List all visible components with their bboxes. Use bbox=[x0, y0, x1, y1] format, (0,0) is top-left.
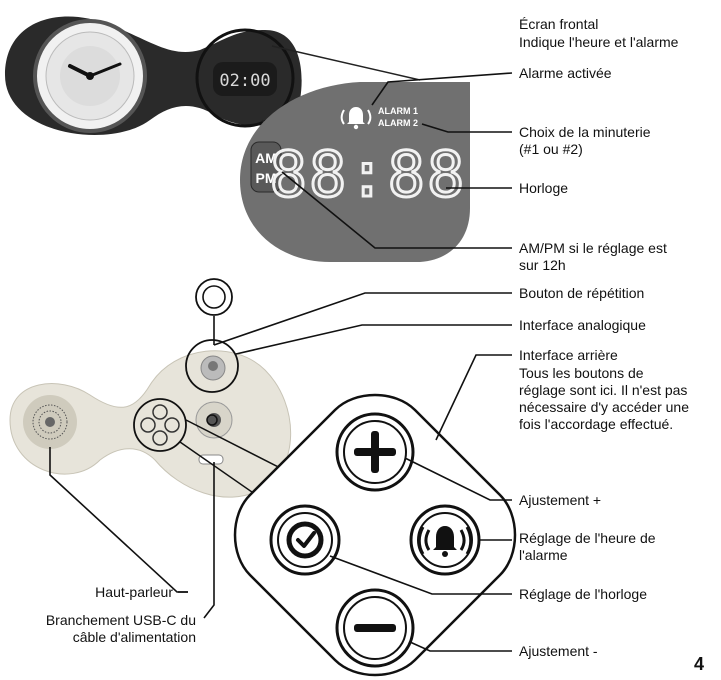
label-interface-arriere-desc: Tous les boutons de réglage sont ici. Il… bbox=[519, 365, 689, 432]
alarm-bell-icon bbox=[340, 107, 372, 130]
label-ecran-frontal: Écran frontal bbox=[519, 16, 599, 32]
label-choix-minuterie: Choix de la minuterie (#1 ou #2) bbox=[519, 124, 651, 157]
label-interface-analogique: Interface analogique bbox=[519, 317, 646, 333]
label-ajustement-moins: Ajustement - bbox=[519, 643, 598, 659]
label-reglage-horloge: Réglage de l'horloge bbox=[519, 586, 647, 602]
clock-digits: 88:88 bbox=[270, 138, 467, 211]
am-indicator: AM bbox=[255, 150, 277, 166]
plus-icon bbox=[354, 431, 396, 473]
front-display-panel bbox=[240, 82, 470, 262]
label-bouton-repetition: Bouton de répétition bbox=[519, 285, 645, 301]
label-horloge: Horloge bbox=[519, 180, 569, 196]
label-interface-arriere: Interface arrière bbox=[519, 347, 618, 363]
alarm1-indicator: ALARM 1 bbox=[378, 106, 418, 116]
clock-product-photo bbox=[5, 16, 302, 135]
pm-indicator: PM bbox=[256, 170, 277, 186]
clock-check-icon bbox=[286, 521, 324, 559]
page-number: 4 bbox=[694, 654, 705, 674]
rear-button-panel bbox=[233, 393, 517, 677]
label-reglage-heure-alarme: Réglage de l'heure de l'alarme bbox=[519, 530, 656, 563]
alarm2-indicator: ALARM 2 bbox=[378, 118, 418, 128]
label-ajustement-plus: Ajustement + bbox=[519, 492, 602, 508]
label-haut-parleur: Haut-parleur bbox=[95, 584, 173, 600]
label-branchement-usbc: Branchement USB-C du câble d'alimentatio… bbox=[45, 612, 196, 645]
label-alarme-activee: Alarme activée bbox=[519, 65, 612, 81]
minus-icon bbox=[354, 624, 396, 632]
label-ecran-frontal-desc: Indique l'heure et l'alarme bbox=[519, 34, 679, 50]
clock-set-button bbox=[269, 504, 341, 576]
alarm-bell-large-icon bbox=[417, 526, 473, 557]
label-ampm-reglage: AM/PM si le réglage est sur 12h bbox=[519, 240, 667, 273]
small-display-time: 02:00 bbox=[219, 71, 270, 91]
